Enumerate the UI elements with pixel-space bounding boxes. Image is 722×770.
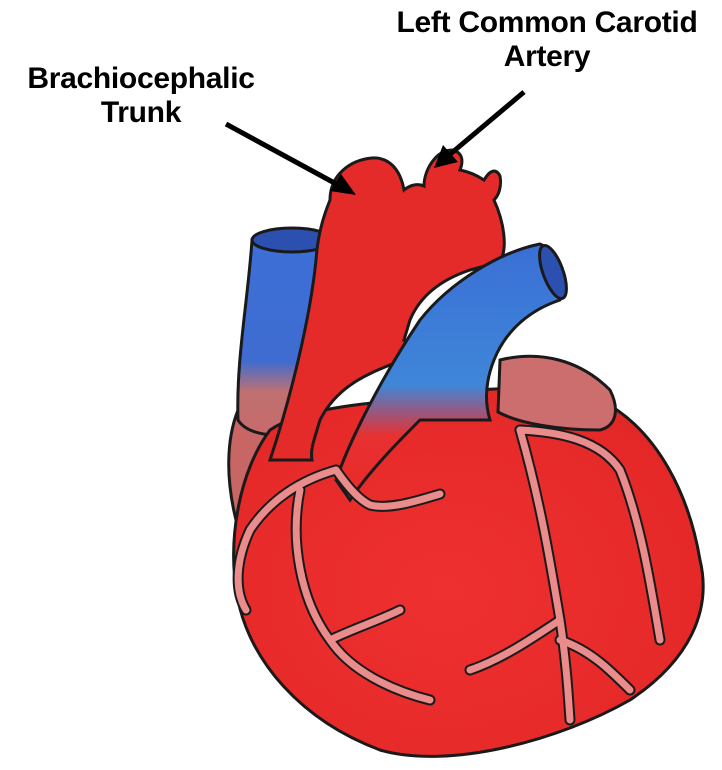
label-brachiocephalic-line2: Trunk	[6, 96, 276, 130]
arrow-left-carotid	[434, 92, 524, 168]
label-left-common-carotid-artery: Left Common Carotid Artery	[372, 6, 722, 73]
left-atrium	[498, 356, 615, 430]
label-left-carotid-line1: Left Common Carotid	[372, 6, 722, 40]
label-brachiocephalic-line1: Brachiocephalic	[6, 62, 276, 96]
label-left-carotid-line2: Artery	[372, 40, 722, 74]
label-brachiocephalic-trunk: Brachiocephalic Trunk	[6, 62, 276, 129]
arrow-brachiocephalic	[226, 124, 356, 195]
